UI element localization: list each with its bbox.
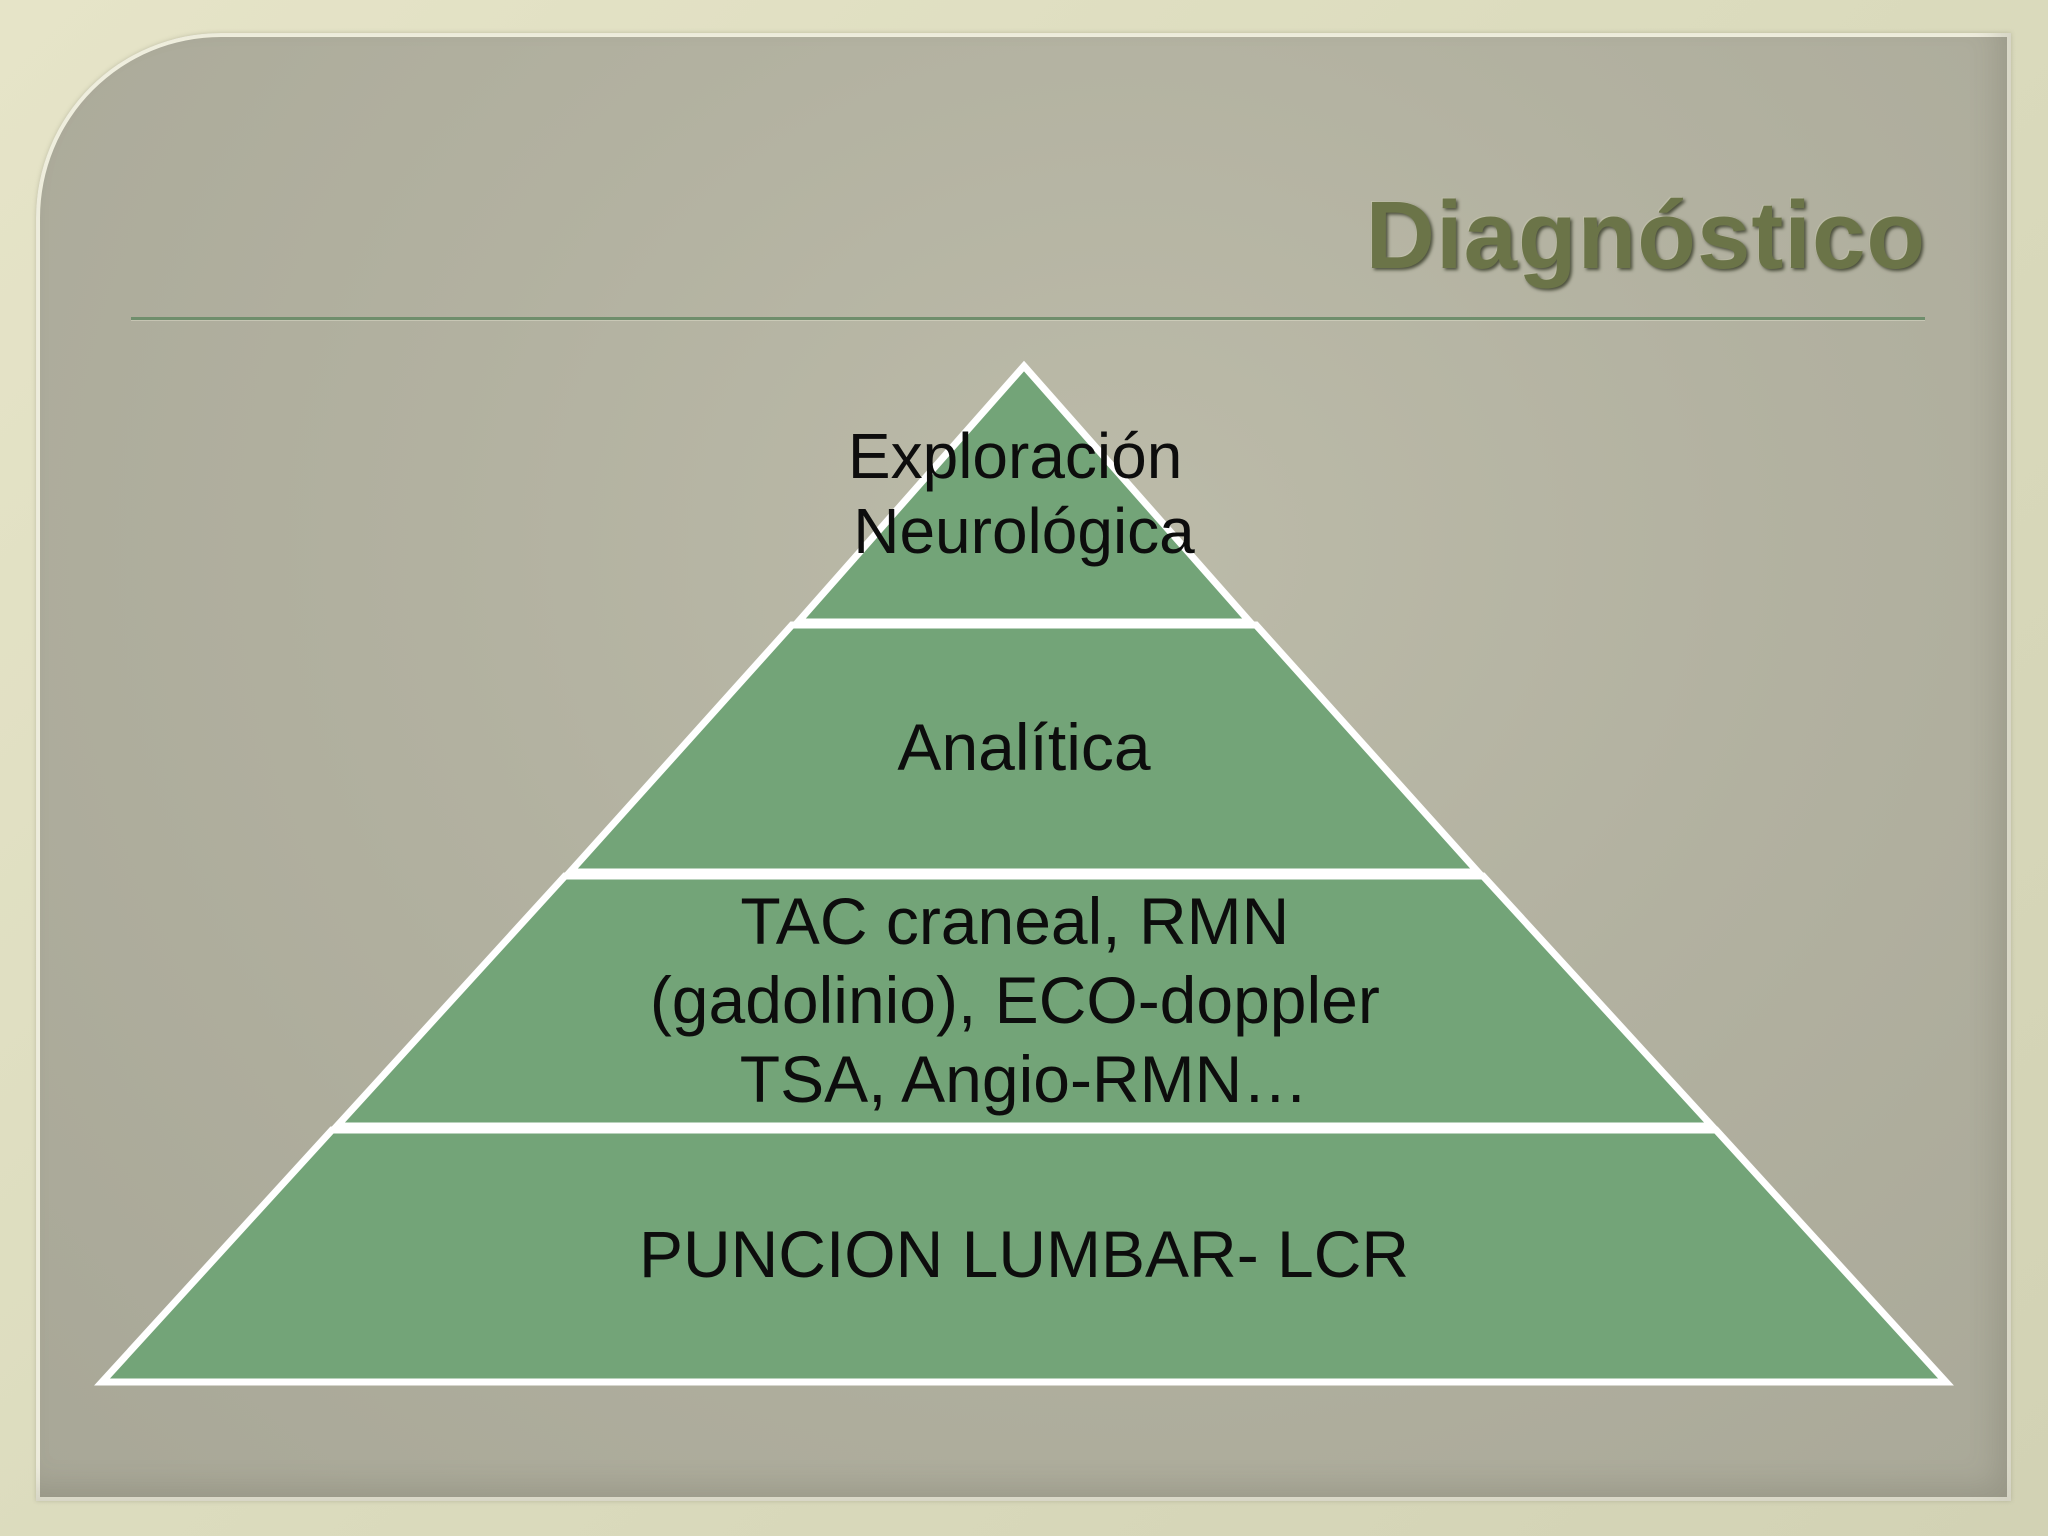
slide-title: Diagnóstico — [1365, 182, 1926, 289]
pyramid-tier-3-shape — [329, 872, 1720, 1130]
title-divider — [131, 317, 1925, 320]
pyramid-tier-4-label: PUNCION LUMBAR- LCR — [639, 1217, 1409, 1291]
pyramid-tier-2-shape — [562, 621, 1486, 876]
pyramid-tier-1-label: Exploración Neurológica — [848, 420, 1200, 567]
pyramid-tier-2-label: Analítica — [897, 710, 1150, 784]
pyramid-tier-1-shape — [790, 360, 1258, 626]
pyramid-tier-3-label: TAC craneal, RMN (gadolinio), ECO-dopple… — [650, 884, 1398, 1116]
pyramid-tier-4-shape — [94, 1126, 1954, 1386]
